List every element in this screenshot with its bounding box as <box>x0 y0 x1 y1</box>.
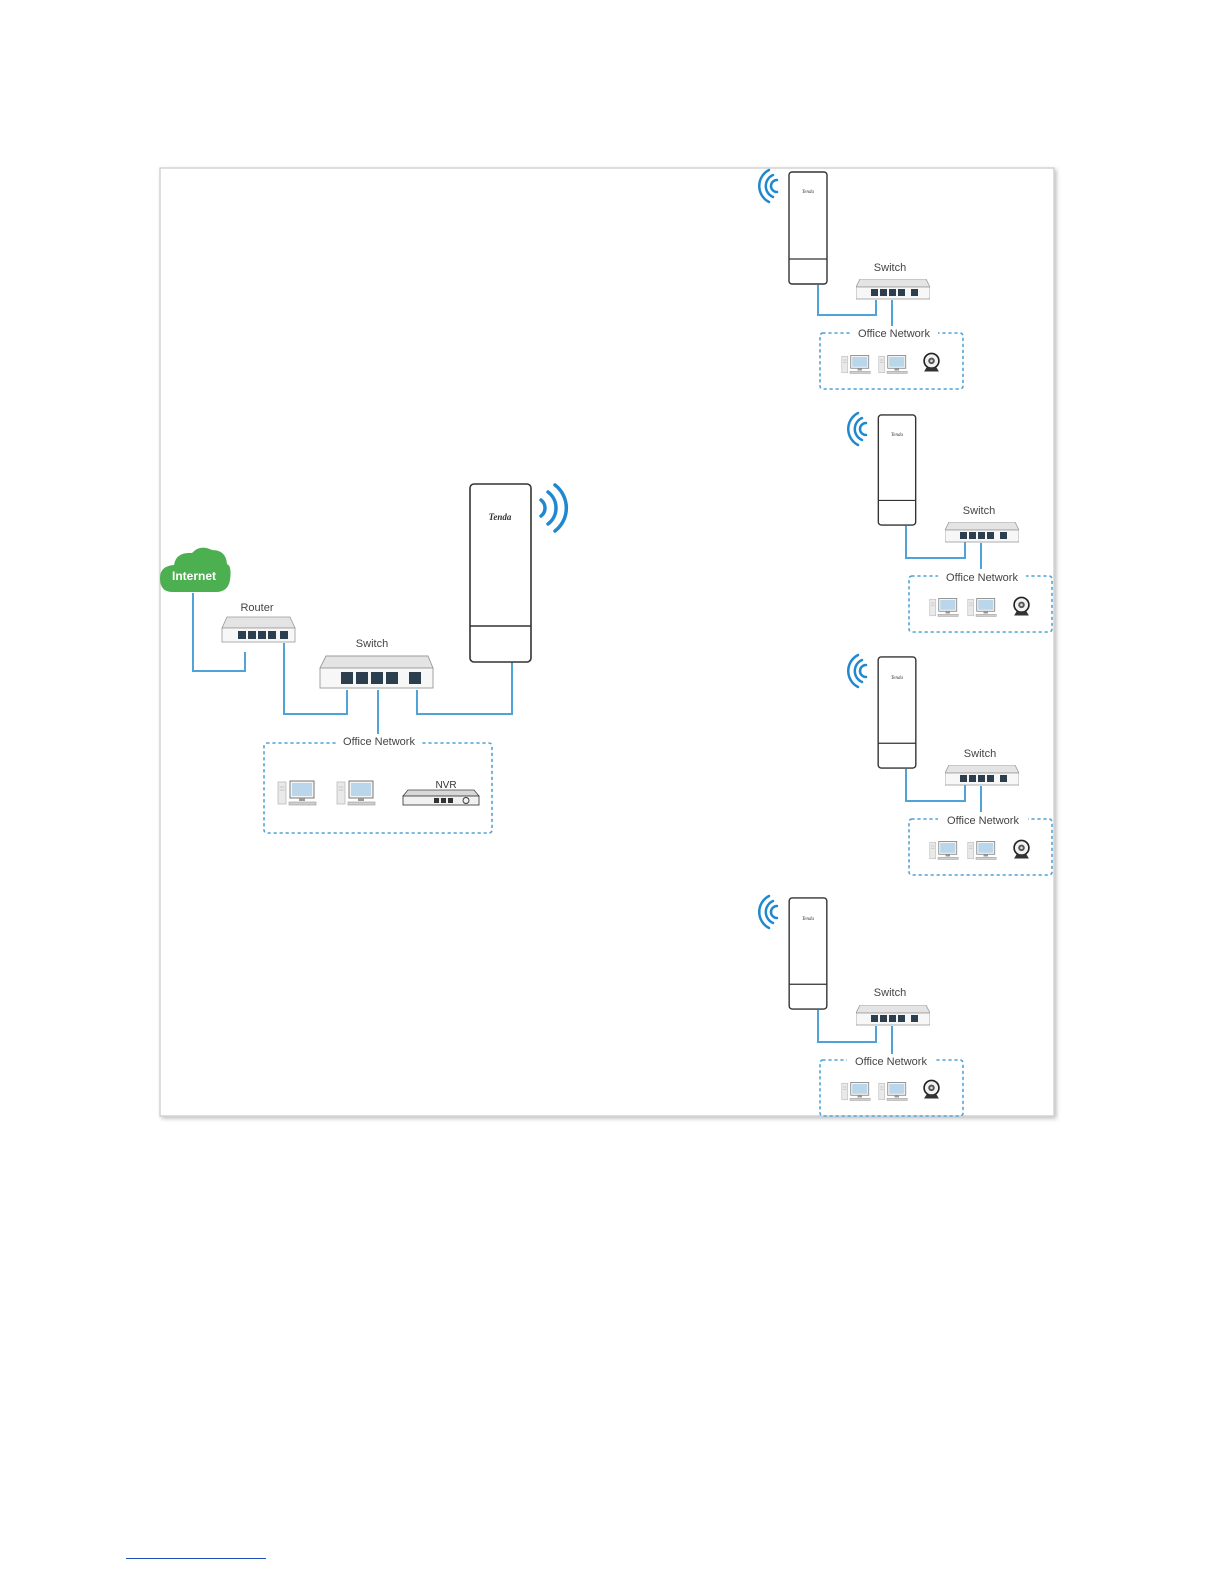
remote-ap-brand: Tenda <box>891 433 904 438</box>
switch-label: Switch <box>874 262 906 274</box>
camera-icon <box>1014 840 1029 858</box>
switch-label: Switch <box>874 987 906 999</box>
remote-ap-brand: Tenda <box>802 917 815 922</box>
switch-icon <box>945 765 1019 785</box>
remote-ap-brand: Tenda <box>891 676 904 681</box>
office-network-label: Office Network <box>858 328 930 340</box>
camera-icon <box>1014 597 1029 615</box>
main-switch-icon <box>320 656 433 688</box>
office-network-label: Office Network <box>855 1056 927 1068</box>
office-network-label: Office Network <box>946 572 1018 584</box>
camera-icon <box>924 353 939 371</box>
main-ap-brand: Tenda <box>489 512 512 522</box>
switch-icon <box>856 1005 930 1025</box>
main-ap-device: Tenda <box>470 484 531 662</box>
main-switch-label: Switch <box>356 638 388 650</box>
remote-ap-brand: Tenda <box>802 190 815 195</box>
remote-ap-device <box>789 898 827 1009</box>
router-label: Router <box>240 602 273 614</box>
main-office-label: Office Network <box>343 736 415 748</box>
footnote-rule <box>126 1558 266 1559</box>
remote-ap-device <box>878 657 916 768</box>
switch-label: Switch <box>963 505 995 517</box>
switch-icon <box>856 279 930 299</box>
camera-icon <box>924 1080 939 1098</box>
router-icon <box>222 617 295 642</box>
remote-ap-device <box>789 172 827 284</box>
remote-ap-device <box>878 415 915 525</box>
switch-icon <box>945 522 1019 542</box>
nvr-label: NVR <box>435 780 456 791</box>
office-network-label: Office Network <box>947 815 1019 827</box>
switch-label: Switch <box>964 748 996 760</box>
internet-label: Internet <box>172 569 216 583</box>
